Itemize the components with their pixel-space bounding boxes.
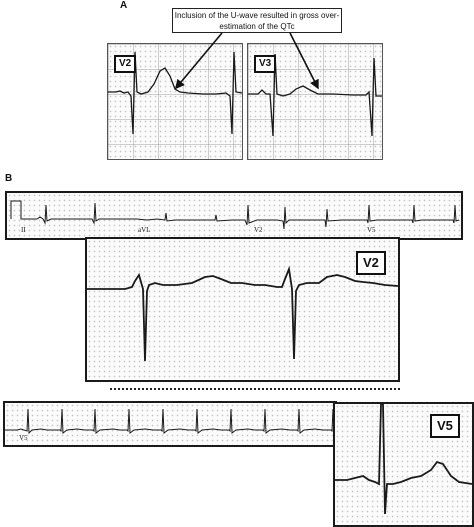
ecg-strip-trace (10, 200, 460, 230)
ecg-zoom-v2-trace (87, 265, 398, 362)
zoom-v5-tag: V5 (430, 414, 460, 438)
ecg-strip-v5-trace (5, 408, 335, 435)
ecg-zoom-v2: V2 (85, 237, 400, 382)
arrow-left (174, 32, 223, 90)
ecg-trace-v3 (248, 53, 382, 137)
panel-b-label: B (5, 173, 13, 184)
ecg-trace-v2 (108, 51, 242, 135)
ecg-grid (7, 193, 461, 238)
arrow-right (289, 32, 319, 90)
strip1-lead-label-3: V5 (367, 226, 376, 234)
callout-box: Inclusion of the U-wave resulted in gros… (172, 8, 342, 33)
lead-tag-v2: V2 (114, 55, 137, 73)
ecg-grid (5, 403, 335, 445)
section-divider (110, 388, 400, 390)
zoom-v2-tag: V2 (356, 251, 386, 275)
strip1-lead-label-0: II (21, 226, 26, 234)
lead-tag-v3: V3 (254, 55, 277, 73)
ecg-zoom-v5: V5 (333, 402, 474, 527)
ecg-box-v3: V3 (247, 43, 383, 160)
strip1-lead-label-1: aVL (138, 226, 151, 234)
ecg-box-v2: V2 (107, 43, 243, 160)
ecg-zoom-v5-trace (335, 404, 472, 515)
strip1-lead-label-2: V2 (254, 226, 263, 234)
ecg-strip-multi-lead: II aVL V2 V5 (5, 191, 463, 240)
strip2-lead-label: V5 (19, 434, 28, 442)
ecg-strip-v5: V5 (3, 401, 337, 447)
ecg-grid (87, 239, 398, 380)
panel-a-label: A (120, 0, 128, 11)
